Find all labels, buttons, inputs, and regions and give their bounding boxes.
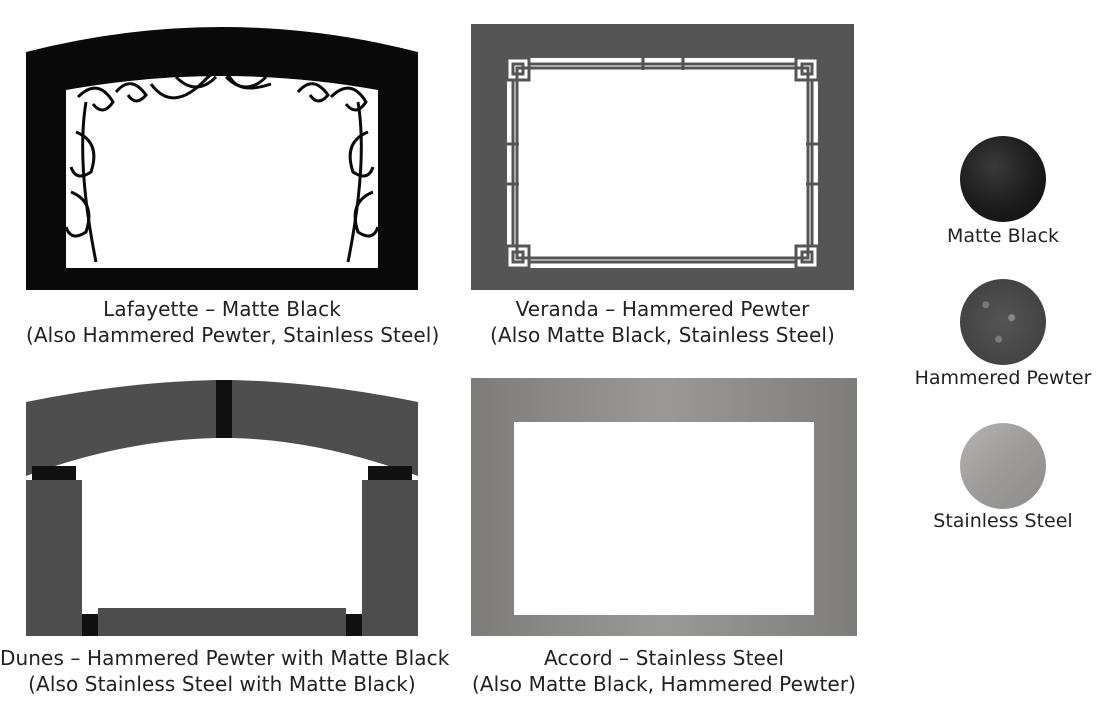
veranda-title: Veranda – Hammered Pewter: [515, 297, 810, 321]
veranda-caption: Veranda – Hammered Pewter (Also Matte Bl…: [471, 296, 854, 348]
stainless-steel-swatch: [960, 423, 1046, 509]
dunes-title: Dunes – Hammered Pewter with Matte Black: [0, 646, 450, 670]
hammered-pewter-label: Hammered Pewter: [914, 367, 1092, 389]
matte-black-label: Matte Black: [946, 225, 1060, 247]
veranda-surround-image: [471, 24, 854, 290]
lafayette-title: Lafayette – Matte Black: [103, 297, 341, 321]
hammered-pewter-swatch: [960, 279, 1046, 365]
dunes-options: (Also Stainless Steel with Matte Black): [28, 672, 416, 696]
stainless-steel-label: Stainless Steel: [933, 510, 1073, 532]
dunes-surround-image: [26, 376, 418, 636]
accord-caption: Accord – Stainless Steel (Also Matte Bla…: [460, 645, 868, 697]
accord-surround-image: [471, 378, 857, 636]
lafayette-caption: Lafayette – Matte Black (Also Hammered P…: [26, 296, 440, 348]
lafayette-options: (Also Hammered Pewter, Stainless Steel): [26, 323, 440, 347]
lafayette-surround-image: [26, 22, 418, 290]
matte-black-swatch: [960, 136, 1046, 222]
accord-title: Accord – Stainless Steel: [543, 646, 785, 670]
dunes-caption: Dunes – Hammered Pewter with Matte Black…: [0, 645, 450, 697]
accord-options: (Also Matte Black, Hammered Pewter): [471, 672, 857, 696]
veranda-options: (Also Matte Black, Stainless Steel): [490, 323, 835, 347]
